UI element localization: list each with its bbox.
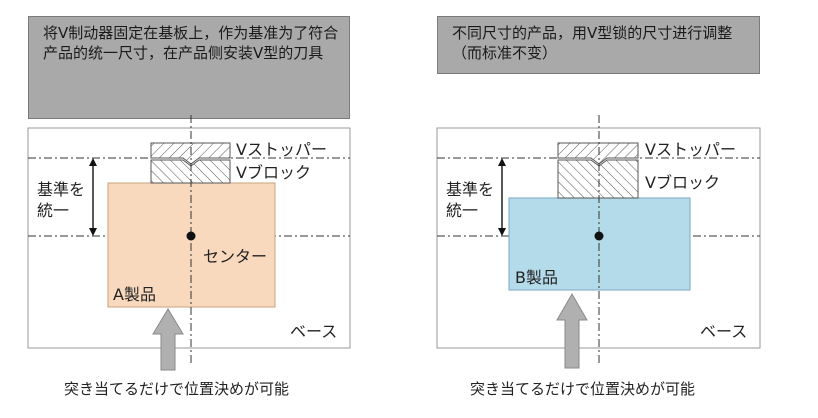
left-base-frame <box>27 127 351 349</box>
left-push-arrow <box>152 308 184 371</box>
right-push-arrow <box>556 292 588 369</box>
right-v-block-label: Vブロック <box>645 173 720 192</box>
left-diagram: Vストッパー Vブロック 基準を 統一 センター A製品 ベース <box>27 115 351 371</box>
right-datum-arrow-head-bottom <box>498 228 506 236</box>
right-v-stopper-label: Vストッパー <box>645 140 736 159</box>
left-datum-label-line1: 基準を <box>37 180 85 199</box>
right-diagram: Vストッパー Vブロック 基準を 統一 B製品 ベース <box>436 115 761 369</box>
left-datum-label-line2: 統一 <box>37 201 69 220</box>
right-note-box: 不同尺寸的产品，用V型锁的尺寸进行调整（而标准不变） <box>437 16 760 74</box>
left-caption: 突き当てるだけで位置決めが可能 <box>64 380 290 398</box>
right-note-text: 不同尺寸的产品，用V型锁的尺寸进行调整（而标准不变） <box>452 24 733 62</box>
left-base-label: ベース <box>290 322 337 341</box>
right-product-label: B製品 <box>515 268 558 287</box>
left-note-box: 将V制动器固定在基板上，作为基准为了符合产品的统一尺寸，在产品侧安装V型的刀具 <box>28 16 350 119</box>
right-datum-label-line1: 基準を <box>446 180 494 199</box>
right-datum-label-line2: 統一 <box>446 201 478 220</box>
left-v-stopper-label: Vストッパー <box>236 140 327 159</box>
right-base-label: ベース <box>700 322 747 341</box>
left-datum-arrow-head-top <box>89 158 97 166</box>
left-v-block <box>150 159 231 184</box>
right-center-dot <box>594 231 604 241</box>
right-v-stopper <box>557 142 639 165</box>
left-center-dot <box>186 231 196 241</box>
right-caption: 突き当てるだけで位置決めが可能 <box>470 380 696 398</box>
right-v-block <box>557 159 639 199</box>
left-center-label: センター <box>203 247 267 266</box>
left-v-block-label: Vブロック <box>236 163 311 182</box>
left-datum-arrow-head-bottom <box>89 228 97 236</box>
left-product-label: A製品 <box>113 285 156 304</box>
right-datum-arrow-head-top <box>498 158 506 166</box>
left-note-text: 将V制动器固定在基板上，作为基准为了符合产品的统一尺寸，在产品侧安装V型的刀具 <box>43 24 339 62</box>
